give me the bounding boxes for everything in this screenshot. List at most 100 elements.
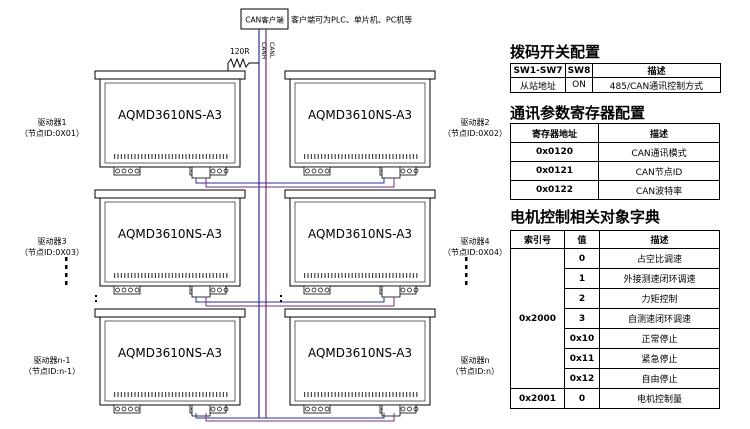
terminal-screw: [210, 287, 216, 293]
pin-label-mark: [120, 154, 122, 159]
pin-label-mark: [327, 392, 329, 397]
pin-label-mark: [117, 154, 119, 159]
pin-label-mark: [205, 273, 207, 278]
driver-body: [99, 316, 241, 406]
pin-label-mark: [389, 154, 391, 159]
pin-label-mark: [131, 273, 133, 278]
pin-label-mark: [331, 392, 333, 397]
pin-label-mark: [199, 392, 201, 397]
resistor-label: 120R: [230, 47, 250, 56]
pin-label-mark: [327, 154, 329, 159]
pin-label-mark: [310, 154, 312, 159]
terminal-screw: [121, 168, 127, 174]
bus-link-row2: [195, 297, 385, 303]
pin-label-mark: [412, 392, 414, 397]
pin-label-mark: [158, 154, 160, 159]
driver-body: [289, 197, 431, 287]
pin-label-mark: [338, 392, 340, 397]
driver-name: 驱动器3: [37, 236, 66, 246]
can-connector: [381, 166, 401, 179]
pin-label-mark: [114, 392, 116, 397]
terminal-block: [113, 404, 141, 414]
pin-label-mark: [317, 273, 319, 278]
pin-label-mark: [185, 273, 187, 278]
terminal-block: [113, 285, 141, 295]
dict-value: 1: [564, 268, 600, 289]
pin-label-mark: [365, 273, 367, 278]
pin-label-mark: [416, 154, 418, 159]
pin-label-mark: [226, 392, 228, 397]
pin-label-mark: [327, 273, 329, 278]
pin-label-mark: [314, 154, 316, 159]
driver-node-id: （节点ID:0X02）: [443, 129, 507, 138]
driver-node-id: （节点ID:0X03）: [20, 248, 84, 257]
pin-label-mark: [399, 273, 401, 278]
canl-label: CANL: [268, 42, 275, 59]
pin-label-mark: [175, 154, 177, 159]
terminal-screw: [413, 406, 419, 412]
pin-label-mark: [392, 392, 394, 397]
client-box-label: CAN客户端: [245, 15, 284, 25]
terminal-block: [303, 166, 331, 176]
pin-label-mark: [331, 154, 333, 159]
terminal-screw: [413, 287, 419, 293]
dict-value: 2: [564, 288, 600, 309]
driver-node-id: （节点ID:0X04）: [443, 248, 507, 257]
pin-label-mark: [178, 154, 180, 159]
dip-cell-mode: 485/CAN通讯控制方式: [592, 77, 721, 93]
pin-label-mark: [158, 273, 160, 278]
pin-label-mark: [375, 273, 377, 278]
object-dictionary-title: 电机控制相关对象字典: [510, 208, 661, 226]
pin-label-mark: [406, 273, 408, 278]
terminal-screw: [407, 287, 412, 293]
pin-label-mark: [307, 392, 309, 397]
register-desc: CAN通讯模式: [598, 142, 720, 162]
driver-body: [289, 78, 431, 168]
pin-label-mark: [212, 392, 214, 397]
terminal-screw: [400, 406, 406, 412]
terminal-block: [303, 404, 331, 414]
pin-label-mark: [310, 273, 312, 278]
pin-label-mark: [151, 154, 153, 159]
pin-label-mark: [202, 392, 204, 397]
pin-label-mark: [304, 154, 306, 159]
bus-link-row3: [195, 413, 385, 419]
driver-name: 驱动器1: [37, 117, 66, 127]
terminal-block: [303, 285, 331, 295]
pin-label-mark: [144, 392, 146, 397]
pin-label-mark: [188, 273, 190, 278]
pin-label-mark: [416, 392, 418, 397]
terminal-screw: [400, 168, 406, 174]
pin-label-mark: [216, 154, 218, 159]
pin-label-mark: [148, 154, 150, 159]
pin-label-mark: [368, 273, 370, 278]
pin-label-mark: [117, 273, 119, 278]
terminal-screw: [305, 406, 310, 412]
pin-label-mark: [361, 392, 363, 397]
pin-label-mark: [304, 392, 306, 397]
pin-label-mark: [209, 154, 211, 159]
pin-label-mark: [141, 392, 143, 397]
pin-label-mark: [409, 392, 411, 397]
driver-model: AQMD3610NS-A3: [118, 227, 222, 241]
pin-label-mark: [395, 154, 397, 159]
pin-label-mark: [307, 154, 309, 159]
pin-label-mark: [209, 392, 211, 397]
pin-label-mark: [216, 273, 218, 278]
terminal-screw: [223, 287, 229, 293]
driver-model: AQMD3610NS-A3: [308, 108, 412, 122]
pin-label-mark: [321, 154, 323, 159]
pin-label-mark: [358, 154, 360, 159]
pin-label-mark: [171, 273, 173, 278]
pin-label-mark: [219, 273, 221, 278]
client-box: [240, 8, 289, 30]
register-config-title: 通讯参数寄存器配置: [510, 104, 646, 122]
driver-unit: AQMD3610NS-A3 驱动器3 （节点ID:0X03）: [20, 189, 246, 298]
pin-label-mark: [385, 392, 387, 397]
dict-value: 0: [564, 388, 600, 409]
terminal-block: [113, 166, 141, 176]
terminal-screw: [318, 287, 323, 293]
pin-label-mark: [324, 273, 326, 278]
